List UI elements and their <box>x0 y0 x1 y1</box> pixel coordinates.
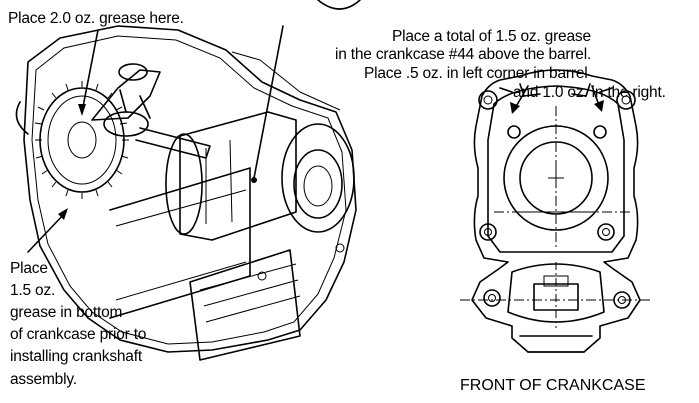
leader-gear-arrowhead <box>78 104 86 116</box>
leader-left-corner-arrowhead <box>510 102 520 114</box>
front-crankcase-caption: FRONT OF CRANKCASE <box>460 377 646 394</box>
bottom-label-line3: grease in bottom <box>10 304 123 321</box>
leader-right-corner-arrowhead <box>594 100 604 112</box>
leader-barrel <box>253 25 284 179</box>
bottom-label-line2: 1.5 oz. <box>10 282 56 299</box>
leader-bottom <box>27 211 67 253</box>
crankcase-label-line3: Place .5 oz. in left corner in barrel <box>364 65 588 82</box>
leader-barrel-dot <box>251 177 257 183</box>
bottom-label-line6: assembly. <box>10 371 77 388</box>
leader-bottom-arrowhead <box>58 208 68 220</box>
bottom-label-line4: of crankcase prior to <box>10 326 147 343</box>
bottom-label-line1: Place <box>10 260 48 277</box>
crankcase-label-line2: in the crankcase #44 above the barrel. <box>335 46 592 63</box>
gear-grease-label: Place 2.0 oz. grease here. <box>8 10 184 27</box>
bottom-label-line5: installing crankshaft <box>10 348 142 365</box>
leader-gear <box>81 29 99 113</box>
crankcase-label-line4: and 1.0 oz. in the right. <box>513 84 666 101</box>
top-edge-arc <box>317 0 361 10</box>
crankcase-label-line1: Place a total of 1.5 oz. grease <box>392 28 591 45</box>
front-crankcase-view <box>460 69 652 353</box>
cutaway-crankcase-assembly <box>15 25 357 361</box>
